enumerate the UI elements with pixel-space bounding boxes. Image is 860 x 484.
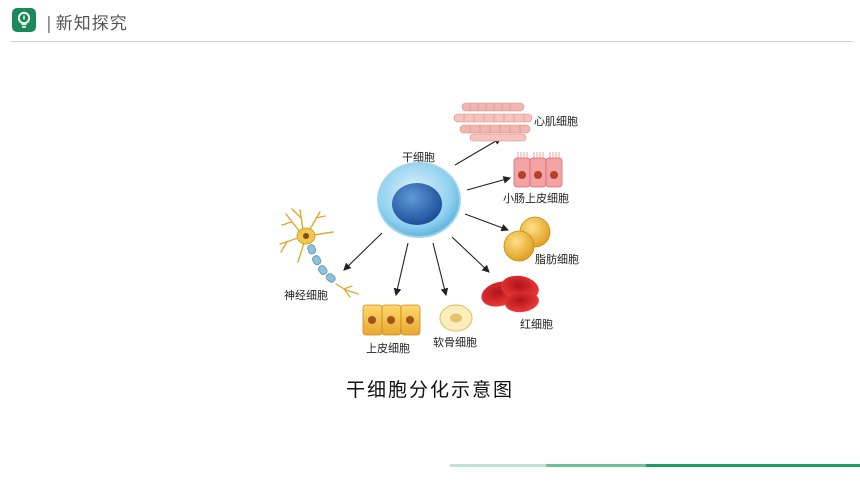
arrow-to-epithelial <box>393 242 409 297</box>
footer-bar-dark <box>646 464 860 467</box>
epithelial-cells <box>362 304 421 336</box>
lightbulb-logo-icon <box>12 8 36 32</box>
neuron-cell <box>279 208 359 298</box>
label-cardiac-cell: 心肌细胞 <box>534 115 578 128</box>
cartilage-cell <box>439 304 473 332</box>
header-divider <box>10 41 853 42</box>
label-neuron-cell: 神经细胞 <box>284 289 328 302</box>
figure-caption: 干细胞分化示意图 <box>345 379 514 401</box>
arrow-to-fat <box>464 213 510 232</box>
label-fat-cell: 脂肪细胞 <box>535 253 579 266</box>
label-red-blood-cell: 红细胞 <box>520 318 553 331</box>
label-epithelial-cell: 上皮细胞 <box>366 342 410 355</box>
label-stem-cell: 干细胞 <box>402 151 435 164</box>
fat-cells <box>503 216 551 262</box>
differentiation-arrows <box>343 137 512 297</box>
arrow-to-cardiac <box>454 137 502 166</box>
cardiac-muscle-cells <box>453 102 533 142</box>
stem-cell <box>377 162 461 238</box>
arrow-to-cartilage <box>432 242 449 297</box>
red-blood-cells <box>481 275 539 313</box>
arrow-to-neuron <box>343 232 383 271</box>
label-cartilage-cell: 软骨细胞 <box>433 336 477 349</box>
arrow-to-intestinal <box>466 176 512 191</box>
footer-bar-medium <box>546 464 646 467</box>
page-title: |新知探究 <box>46 14 128 34</box>
label-intestinal-cell: 小肠上皮细胞 <box>503 192 569 205</box>
header: |新知探究 <box>0 0 860 42</box>
arrow-to-red <box>451 236 490 273</box>
intestinal-epithelial-cells <box>513 152 563 188</box>
footer-bar-light <box>450 464 546 467</box>
